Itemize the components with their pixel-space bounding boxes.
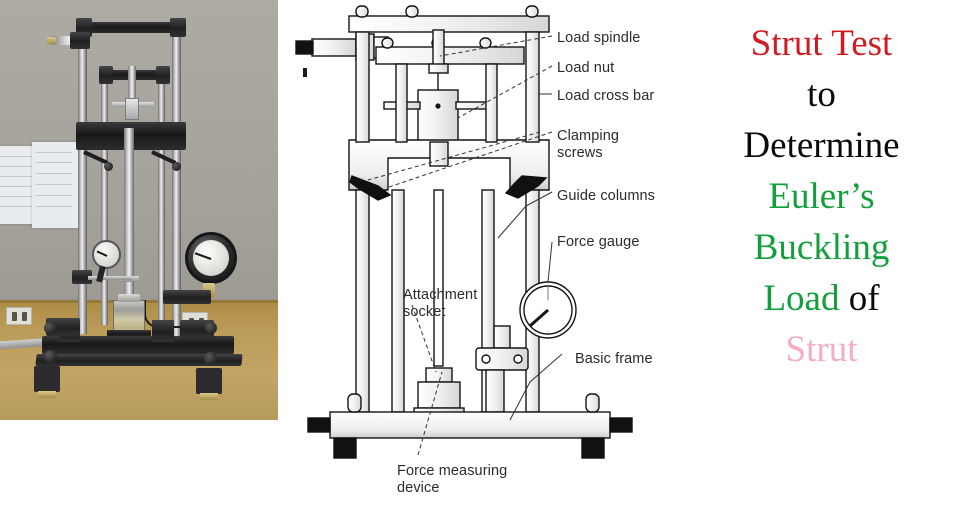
- photo-load-cell-top: [118, 294, 140, 302]
- photo-inner-column-left: [101, 75, 108, 325]
- photo-force-gauge-needle: [194, 252, 212, 260]
- photo-foot-front-left: [34, 366, 60, 392]
- photo-top-clamp-right: [170, 18, 186, 37]
- diagram-label-load-cross-bar: Load cross bar: [557, 88, 655, 104]
- title-line-2: to: [807, 74, 836, 116]
- photo-foot-front-right: [196, 368, 222, 394]
- title-line-7: Strut: [785, 329, 858, 371]
- photo-load-cell-base: [107, 330, 151, 338]
- photo-top-cross-bar: [80, 22, 182, 33]
- photo-load-bar-clamp-right: [156, 66, 170, 84]
- photo-guide-column-right: [172, 25, 181, 337]
- photo-clamping-screw-left-knob: [104, 162, 113, 171]
- photo-strut-specimen: [124, 128, 134, 300]
- diagram-label-attachment-socket: Attachment socket: [403, 287, 478, 321]
- photo-inner-column-right: [158, 72, 165, 324]
- title-line-6: Load of: [690, 273, 953, 324]
- diagram-label-force-gauge: Force gauge: [557, 234, 640, 250]
- photo-foot-pad-right: [200, 393, 218, 400]
- photo-gauge-cable: [144, 300, 206, 328]
- photo-dial-indicator: [92, 240, 121, 269]
- wall-note-right: [32, 142, 78, 228]
- photo-load-nut-body: [125, 98, 139, 120]
- photo-dial-arm: [88, 276, 132, 280]
- photo-foot-pad-left: [38, 391, 56, 398]
- title-line-5: Buckling: [753, 227, 890, 269]
- photo-spindle-collar: [70, 32, 90, 49]
- photo-dial-needle: [96, 249, 107, 257]
- diagram-label-load-spindle: Load spindle: [557, 30, 641, 46]
- diagram-drawing: [295, 5, 633, 459]
- photo-guide-column-left: [78, 28, 87, 334]
- photo-spindle-brass-tip: [47, 37, 56, 44]
- photo-clamping-screw-right-knob: [172, 162, 181, 171]
- photo-foot-knob-right: [204, 352, 217, 365]
- title-line-4: Euler’s: [768, 176, 875, 218]
- photo-load-nut-stem: [128, 66, 136, 100]
- diagram-label-force-measuring-device: Force measuring device: [397, 463, 508, 497]
- title-text-panel: Strut Test to Determine Euler’s Buckling…: [690, 0, 953, 522]
- title-line-3: Determine: [743, 125, 900, 167]
- photo-column-foot-right: [152, 320, 174, 342]
- apparatus-photo: [0, 0, 278, 420]
- diagram-stray-mark: [303, 68, 307, 77]
- title-line-6-of: of: [839, 278, 880, 320]
- diagram-label-guide-columns: Guide columns: [557, 188, 656, 204]
- photo-foot-knob-left: [44, 350, 57, 363]
- wall-outlet-left: [6, 307, 32, 325]
- photo-force-gauge: [185, 232, 237, 284]
- photo-base-knob-left: [44, 322, 56, 334]
- photo-force-gauge-face: [193, 240, 229, 276]
- photo-dial-mount-block: [72, 270, 92, 284]
- photo-base-knob-right: [205, 322, 217, 334]
- photo-force-measuring-device: [113, 300, 145, 332]
- diagram-label-basic-frame: Basic frame: [575, 351, 653, 367]
- photo-load-bar-clamp-left: [99, 66, 113, 84]
- title-line-6-load: Load: [763, 278, 840, 320]
- photo-base-plate: [42, 336, 234, 354]
- diagram-label-load-nut: Load nut: [557, 60, 615, 76]
- apparatus-line-diagram: Load spindle Load nut Load cross bar Cla…: [290, 0, 690, 522]
- diagram-label-clamping-screws: Clamping screws: [557, 128, 620, 162]
- title-line-1: Strut Test: [750, 23, 893, 64]
